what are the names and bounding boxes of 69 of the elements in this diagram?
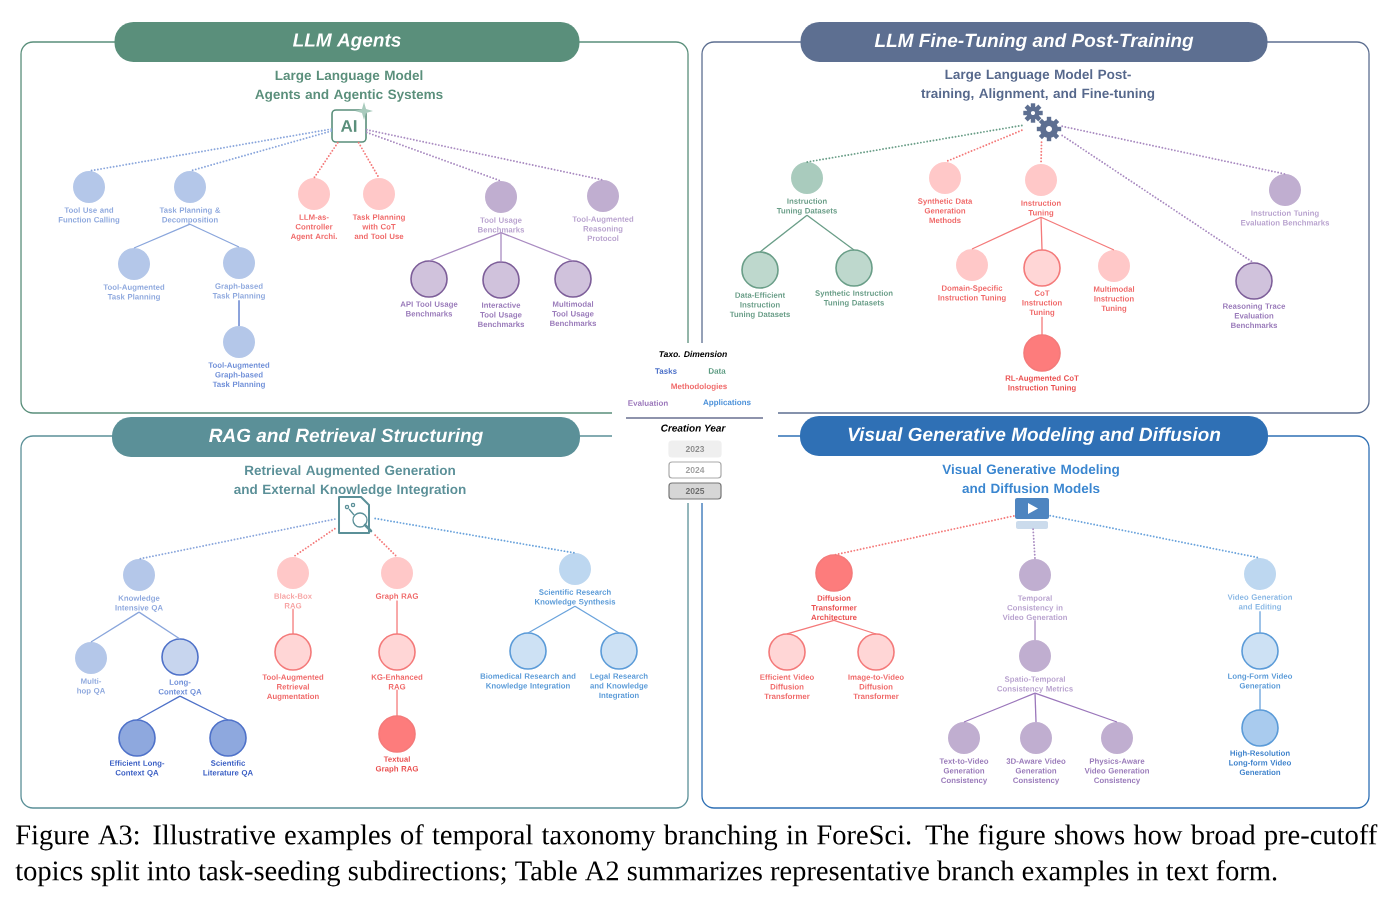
connector-line [428, 232, 502, 262]
panel-subtitle: Retrieval Augmented Generation and External Knowledge Integration [234, 465, 466, 497]
connector-line [133, 223, 191, 249]
panel-subtitle: Large Language Model Post-training, Alignment, and Fine-tuning [921, 69, 1155, 101]
connector-line [374, 534, 398, 558]
panel-subtitle: Visual Generative Modeling and Diffusion Models [942, 464, 1119, 494]
figure-caption: Figure A3: Illustrative examples of temporal taxonomy branching in ForeSci. The figure shows how broad pre-cutoff topics split into task-seeding subdirections; Table A2 summarizes representative branch examples in text form. [15, 824, 1378, 887]
connector-line [374, 517, 576, 554]
legend-heading: Taxo. Dimension [659, 350, 727, 358]
connector-line [1040, 216, 1115, 251]
connector-line [189, 130, 333, 172]
connector-line [189, 223, 240, 248]
gear-icon [1023, 103, 1062, 142]
connector-line [357, 141, 380, 179]
connector-line [365, 128, 604, 181]
panel-subtitle: Large Language Model Agents and Agentic Systems [255, 70, 443, 102]
connector-line [1041, 316, 1043, 336]
connector-line [1034, 619, 1036, 641]
connector-line [138, 518, 336, 560]
connector-line [1040, 216, 1043, 251]
connector-line [574, 605, 620, 634]
title-band: Visual Generative Modeling and Diffusion [800, 416, 1268, 456]
connector-line [292, 608, 294, 635]
connector-line [806, 214, 855, 251]
connector-line [396, 599, 398, 635]
year-box: 2025 [668, 482, 722, 500]
connector-line [833, 515, 1015, 556]
connector-line [527, 605, 576, 634]
connector-line [292, 527, 336, 558]
connector-line [944, 129, 1023, 163]
document-search-icon [338, 496, 373, 534]
connector-line [1034, 692, 1037, 723]
year-box: 2023 [668, 440, 722, 458]
connector-line [138, 611, 181, 640]
connector-line [1061, 134, 1255, 264]
connector-line [238, 299, 240, 327]
legend-entry: Methodologies [671, 383, 727, 391]
connector-line [136, 695, 181, 721]
connector-line [971, 216, 1042, 250]
connector-line [1259, 688, 1261, 711]
legend-entry: Evaluation [628, 400, 668, 406]
legend-heading: Creation Year [661, 424, 726, 432]
connector-line [806, 124, 1023, 163]
connector-line [179, 695, 229, 721]
connector-line [1032, 528, 1036, 560]
connector-line [88, 128, 333, 172]
connector-line [1259, 610, 1261, 634]
connector-line [90, 611, 140, 643]
connector-line [786, 619, 835, 635]
connector-line [1049, 514, 1261, 559]
title-band: LLM Fine-Tuning and Post-Training [800, 22, 1268, 62]
legend-entry: Applications [703, 399, 751, 407]
legend-entry: Tasks [655, 368, 677, 374]
year-box: 2024 [668, 461, 722, 479]
video-player-icon [1015, 498, 1049, 529]
connector-line [1040, 141, 1043, 165]
connector-line [500, 232, 502, 263]
connector-line [1034, 692, 1118, 723]
title-band: RAG and Retrieval Structuring [112, 417, 580, 457]
connector-line [963, 692, 1036, 723]
connector-line [500, 232, 574, 262]
legend-entry: Data [708, 368, 726, 374]
connector-line [759, 214, 808, 253]
connector-line [365, 131, 502, 182]
connector-line [833, 619, 877, 635]
connector-line [313, 141, 339, 179]
connector-line [396, 689, 398, 717]
title-band: LLM Agents [114, 22, 580, 62]
connector-line [1061, 125, 1286, 175]
